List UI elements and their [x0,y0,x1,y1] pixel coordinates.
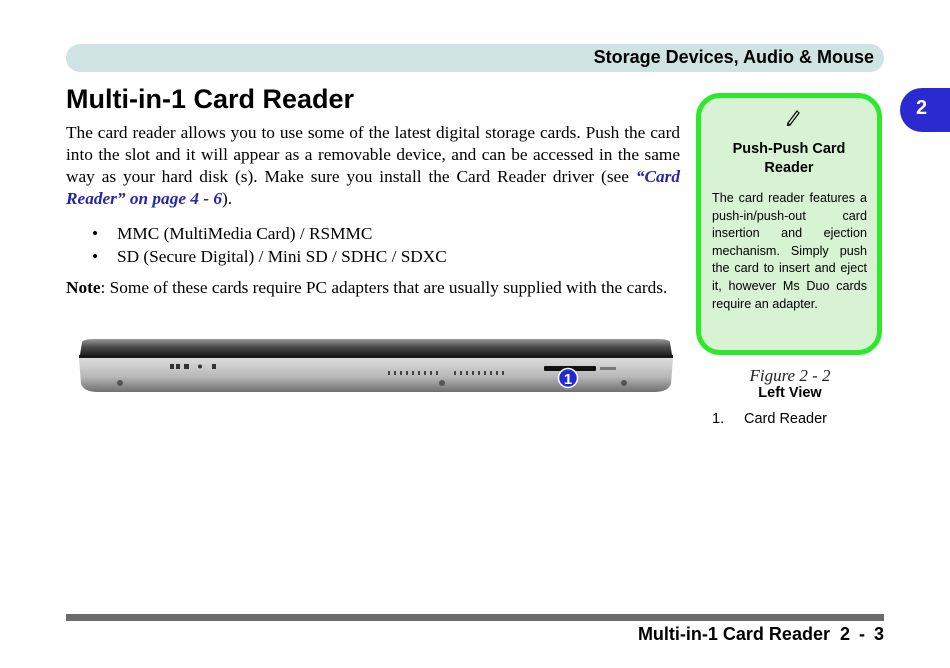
note-label: Note [66,278,101,297]
chapter-number: 2 [916,97,928,119]
figure-label: Figure 2 - 2 [749,366,831,385]
bullet-marker: • [92,247,99,266]
intro-text: The card reader allows you to use some o… [66,123,680,186]
laptop-hinge [79,355,673,358]
sidebar-heading: Push-Push Card Reader [732,141,846,176]
chapter-tab: 2 [900,88,950,132]
port-icons [170,364,216,369]
list-item-text: MMC (MultiMedia Card) / RSMMC [117,224,373,243]
legend-text: Card Reader [744,411,828,427]
figure-caption: Left View [758,385,822,401]
laptop-lid [80,339,672,355]
pencil-icon [786,110,800,126]
screw [439,380,445,386]
card-reader-xref-link[interactable]: “Card Reader” on page 4 - 6 [66,167,680,208]
note-text: : Some of these cards require PC adapter… [100,278,668,297]
intro-text-end: ). [222,189,233,208]
card-type-list: • MMC (MultiMedia Card) / RSMMC • SD (Secu… [92,222,447,268]
footer-section: Multi-in-1 Card Reader [637,624,830,644]
screw [117,380,123,386]
vent-slots [388,371,504,375]
laptop-left-view-image: 1 [79,339,673,392]
callout-number: 1 [564,371,572,388]
card-reader-label [600,367,616,370]
sidebar-note-box: Push-Push Card Reader The card reader fe… [696,93,882,355]
note-paragraph: Note: Some of these cards require PC ada… [66,277,680,299]
header-bar: Storage Devices, Audio & Mouse [66,44,884,72]
list-item-text: SD (Secure Digital) / Mini SD / SDHC / S… [117,247,447,266]
list-item: • MMC (MultiMedia Card) / RSMMC [92,222,447,245]
laptop-base [79,358,673,392]
list-item: • SD (Secure Digital) / Mini SD / SDHC / … [92,245,447,268]
screw [621,380,627,386]
footer: Multi-in-1 Card Reader 2 - 3 [638,624,884,645]
figure-legend-item: 1. Card Reader [712,411,827,427]
page-title: Multi-in-1 Card Reader [66,84,355,114]
bullet-marker: • [92,224,99,243]
intro-paragraph: The card reader allows you to use some o… [66,122,680,210]
callout-marker [557,367,579,389]
footer-rule [66,614,884,621]
header-title: Storage Devices, Audio & Mouse [593,47,874,67]
sidebar-body: The card reader features a push-in/push-… [712,191,867,311]
legend-number: 1. [712,411,725,427]
page-number: 2 - 3 [839,624,884,644]
